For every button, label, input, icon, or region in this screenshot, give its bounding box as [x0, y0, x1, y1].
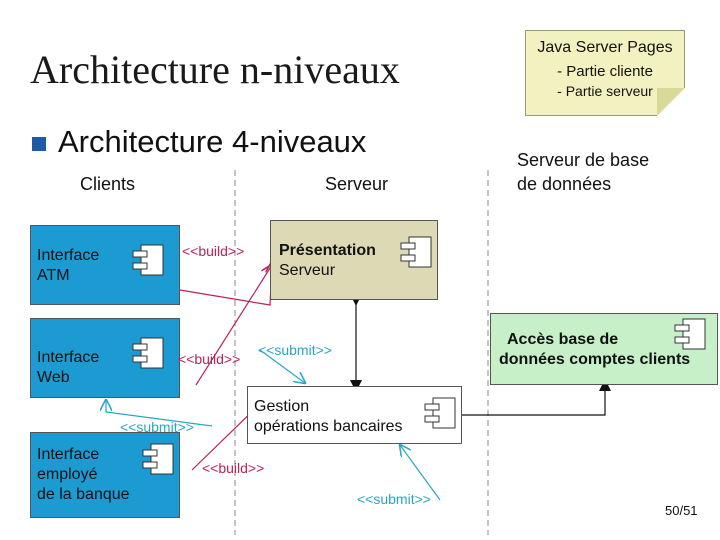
component-icon [424, 397, 456, 429]
page-number: 50/51 [665, 503, 698, 518]
web-line-2: Web [37, 369, 70, 386]
build-label-atm: <<build>> [182, 243, 245, 259]
component-interface-employe[interactable]: Interface employé de la banque [30, 432, 180, 518]
component-interface-atm[interactable]: Interface ATM [30, 225, 180, 305]
employe-line-3: de la banque [37, 486, 130, 503]
employe-line-1: Interface [37, 446, 100, 463]
note-line-1: Java Server Pages [537, 39, 673, 56]
note-line-3: - Partie serveur [557, 83, 653, 99]
submit-connector-web [259, 349, 305, 383]
employe-line-2: employé [37, 466, 98, 483]
submit-connector-employe [106, 400, 213, 427]
component-presentation-serveur[interactable]: Présentation Serveur [270, 220, 438, 300]
bullet-square-icon [32, 137, 46, 151]
submit-label-employe: <<submit>> [120, 419, 194, 435]
atm-line-1: Interface [37, 247, 100, 264]
component-icon [674, 318, 706, 350]
component-acces-base[interactable]: Accès base de données comptes clients [490, 313, 718, 385]
bullet-heading: Architecture 4-niveaux [58, 124, 367, 159]
column-label-db-line1: Serveur de base [517, 150, 650, 170]
acces-line-2: données comptes clients [499, 351, 691, 368]
gestion-line-1: Gestion [254, 398, 310, 415]
column-label-db-line2: de données [517, 174, 612, 194]
jsp-note: Java Server Pages - Partie cliente - Par… [525, 30, 685, 116]
component-icon [142, 443, 174, 475]
atm-line-2: ATM [37, 267, 70, 284]
column-label-serveur: Serveur [325, 174, 389, 194]
build-connector-atm [179, 262, 272, 306]
acces-line-1: Accès base de [507, 331, 619, 348]
connector-gestion-acces [462, 379, 611, 416]
build-label-employe: <<build>> [202, 460, 265, 476]
component-gestion-operations[interactable]: Gestion opérations bancaires [247, 386, 462, 444]
presentation-line-2: Serveur [279, 262, 336, 279]
presentation-line-1: Présentation [279, 242, 376, 259]
build-connector-web [195, 265, 272, 386]
column-label-clients: Clients [80, 174, 136, 194]
submit-connector-gestion [400, 445, 441, 501]
note-line-2: - Partie cliente [557, 63, 653, 80]
component-icon [400, 236, 432, 268]
build-label-web: <<build>> [178, 351, 241, 367]
submit-label-gestion: <<submit>> [357, 491, 431, 507]
component-interface-web[interactable]: Interface Web [30, 318, 180, 398]
component-icon [132, 337, 164, 369]
submit-label-web: <<submit>> [258, 342, 332, 358]
component-icon [132, 244, 164, 276]
note-fold [657, 88, 685, 116]
web-line-1: Interface [37, 349, 100, 366]
page-title: Architecture n-niveaux [30, 47, 400, 92]
gestion-line-2: opérations bancaires [254, 418, 403, 435]
